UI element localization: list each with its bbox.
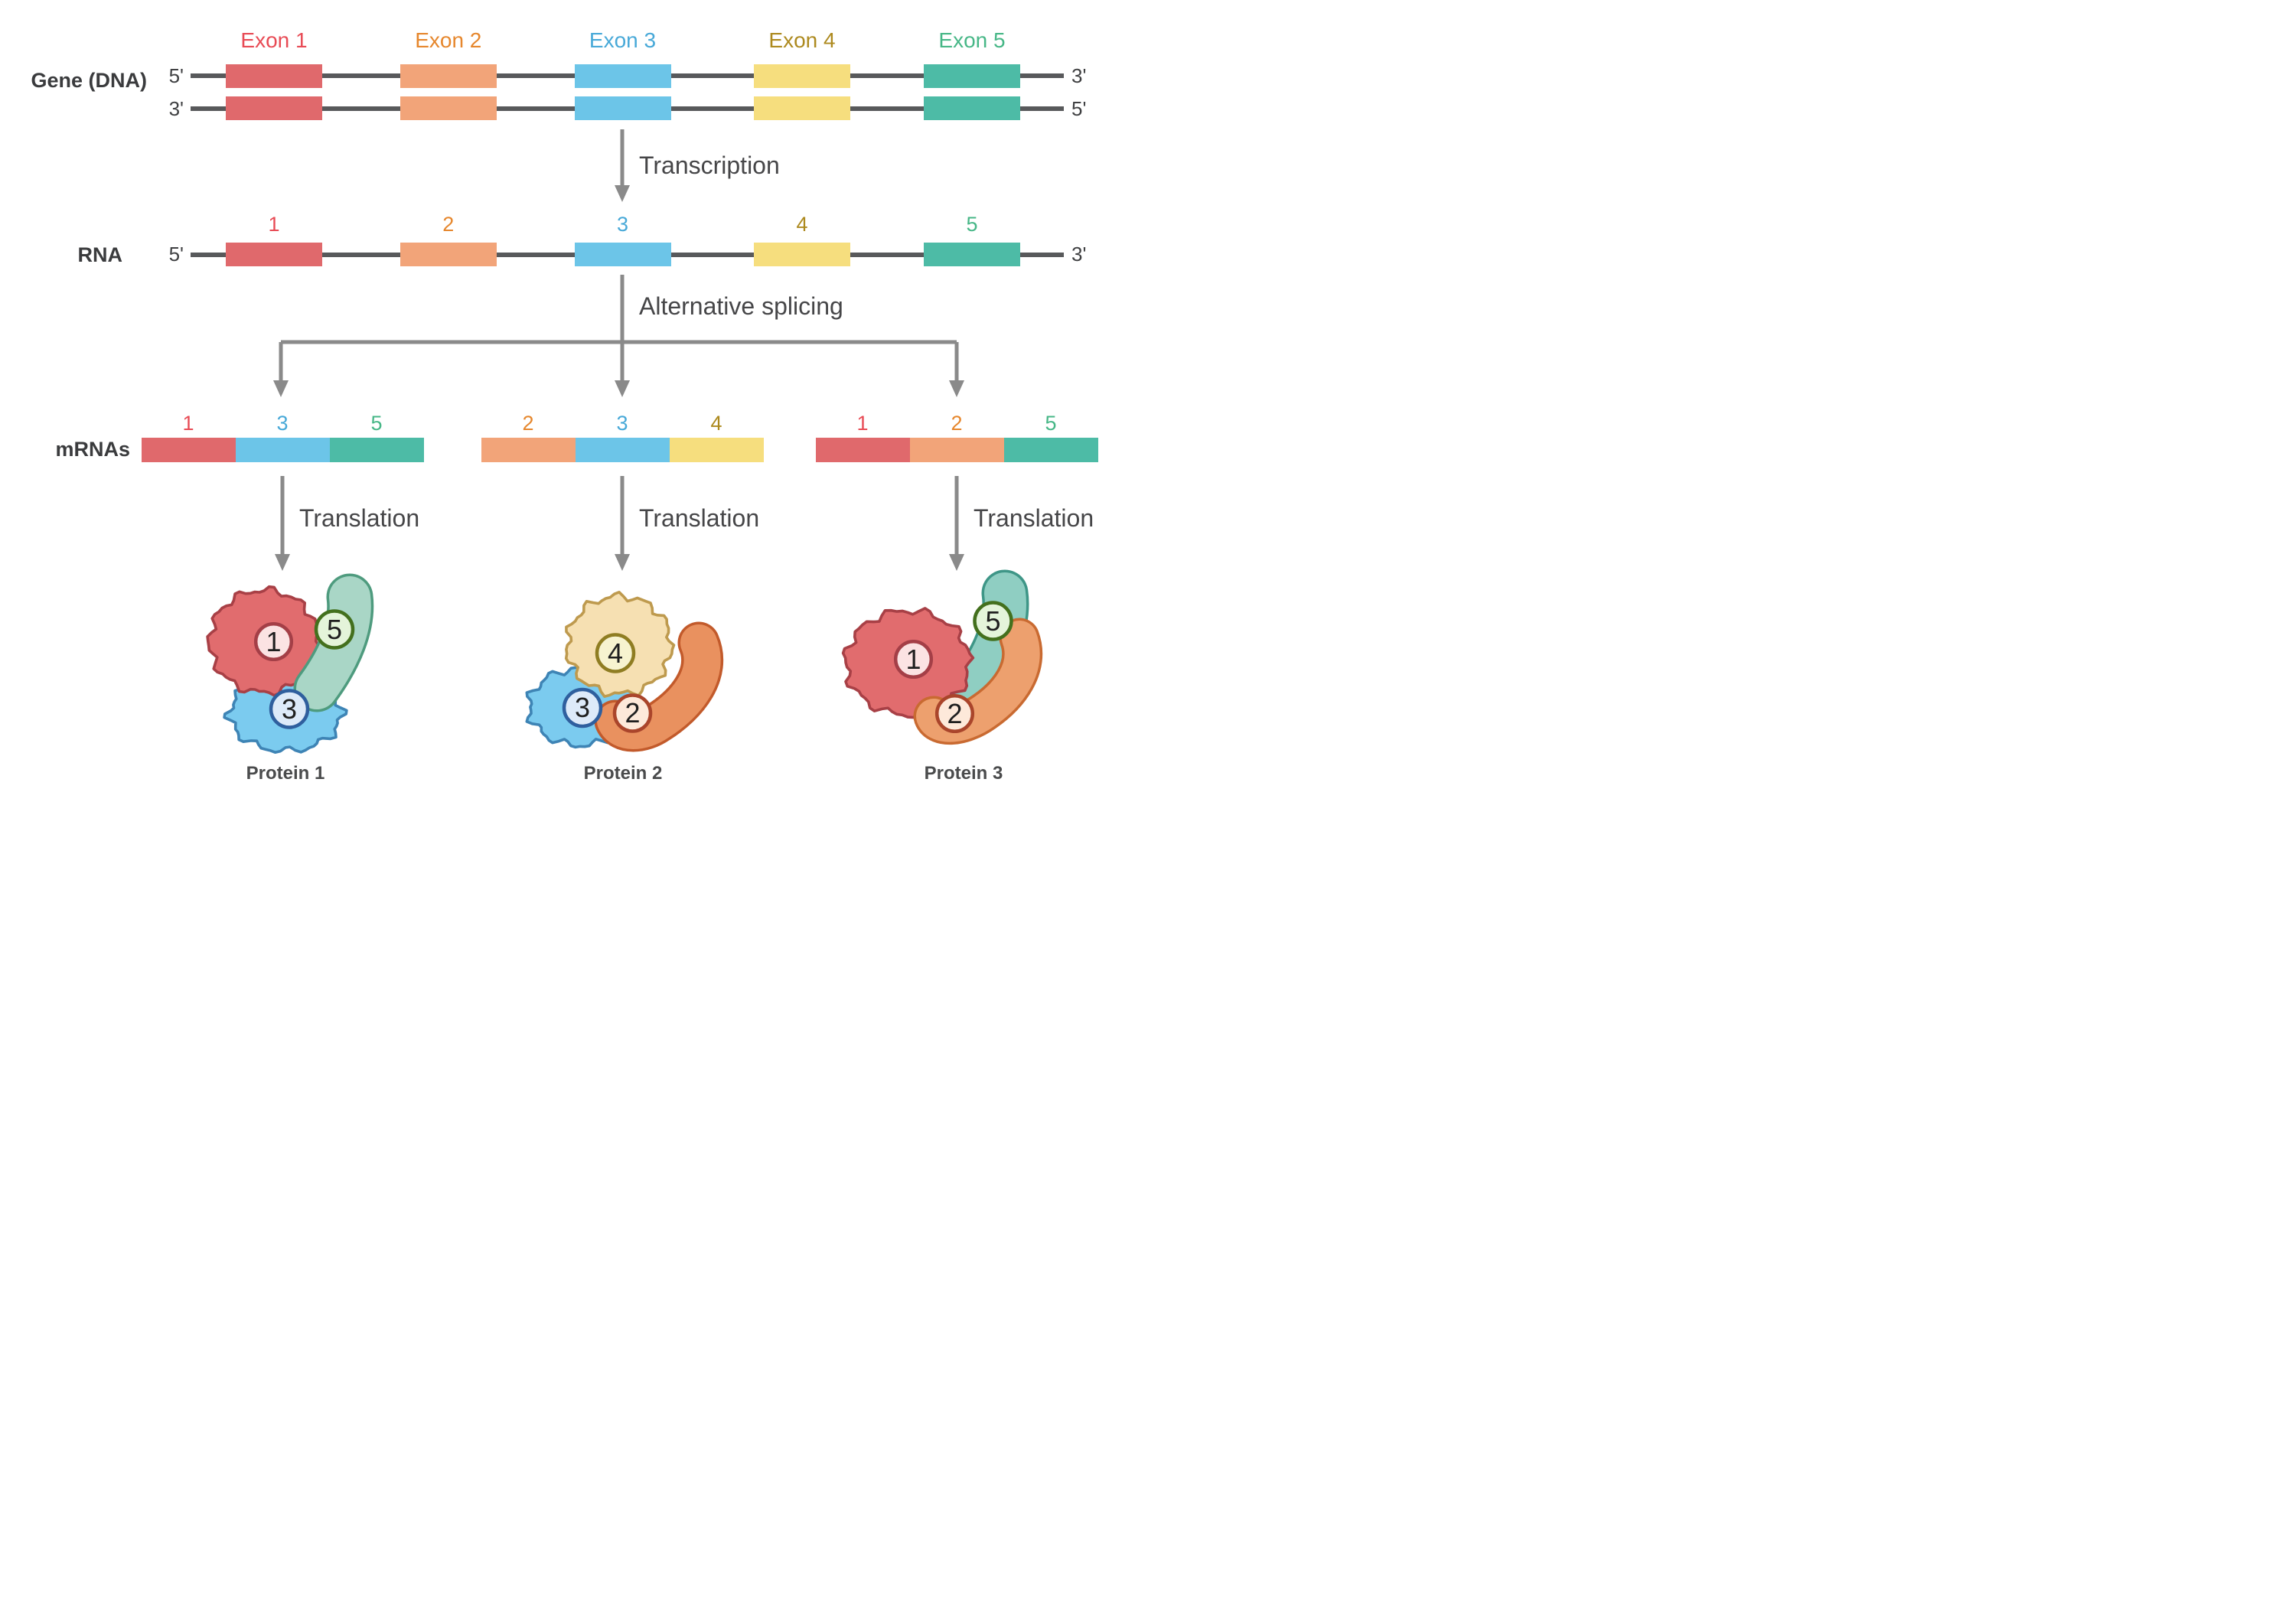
mrnas-label: mRNAs — [55, 438, 130, 461]
dna1-exon-5-box — [924, 64, 1020, 88]
rna-label: RNA — [77, 243, 123, 266]
translation-arrowhead-1 — [275, 554, 290, 571]
exon-5-label: Exon 5 — [938, 28, 1006, 52]
dna1-exon-3-box — [574, 64, 671, 88]
mrna-2-number-4: 4 — [710, 411, 722, 435]
mrna-1-number-1: 1 — [182, 411, 194, 435]
protein-1-subunit-3-circle — [269, 689, 310, 729]
dna1-exon-2-box — [400, 64, 497, 88]
protein-2-name: Protein 2 — [583, 763, 663, 784]
translation-label-2: Translation — [639, 504, 760, 532]
protein-3-subunit-1-circle — [893, 639, 934, 680]
gene-strand1-left-prime: 5' — [168, 64, 184, 87]
protein-2-subunit-3-circle — [562, 687, 603, 729]
rna-exon-3-number: 3 — [616, 213, 629, 236]
mrna-3-segment-exon-2 — [909, 438, 1004, 462]
alternative-splicing-diagram: Gene (DNA) 5' 3' 3' 5' Transcription RNA… — [0, 0, 1148, 804]
exon-1-label: Exon 1 — [240, 28, 308, 52]
protein-2-subunit-2-number: 2 — [625, 697, 641, 729]
translation-label-1: Translation — [299, 504, 420, 532]
protein-2-subunit-2-circle — [612, 693, 653, 733]
mrna-2-segment-exon-4 — [669, 438, 764, 462]
mrna-1-segment-exon-3 — [235, 438, 330, 462]
arrows-and-proteins-graphic — [206, 129, 1043, 754]
dna2-exon-2-box — [400, 96, 497, 121]
mrna-2-segment-exon-2 — [481, 438, 576, 462]
mrna-3-number-5: 5 — [1045, 411, 1057, 435]
dna1-exon-1-box — [226, 64, 322, 88]
protein-3-subunit-1-number: 1 — [905, 643, 921, 675]
protein-1-subunit-1-circle — [253, 621, 294, 662]
protein-2-subunit-3-number: 3 — [574, 692, 591, 723]
protein-1-subunit-1-number: 1 — [266, 625, 282, 657]
dna2-exon-4-box — [754, 96, 850, 121]
protein-2-subunit-4-circle — [595, 633, 636, 673]
translation-arrowhead-2 — [615, 554, 630, 571]
protein-3-blob-1 — [951, 572, 1026, 708]
rna-exon-2-box — [400, 243, 497, 266]
dna2-exon-5-box — [924, 96, 1020, 121]
mrna-2-number-3: 3 — [616, 411, 628, 435]
protein-3-subunit-5-number: 5 — [985, 605, 1001, 637]
splicing-arrowhead-1 — [273, 380, 289, 397]
gene-strand2-right-prime: 5' — [1071, 97, 1087, 120]
translation-label-3: Translation — [974, 504, 1094, 532]
exon-3-label: Exon 3 — [589, 28, 657, 52]
splicing-arrowhead-2 — [615, 380, 630, 397]
mrna-1-number-3: 3 — [276, 411, 289, 435]
exon-4-label: Exon 4 — [768, 28, 836, 52]
protein-3-subunit-2-circle — [934, 693, 975, 734]
mrna-1-segment-exon-1 — [141, 438, 236, 462]
protein-3-subunit-2-number: 2 — [947, 697, 963, 729]
rna-exon-4-box — [754, 243, 850, 266]
mrna-2-segment-exon-3 — [575, 438, 670, 462]
gene-strand2-left-prime: 3' — [168, 97, 184, 120]
mrna-3-number-2: 2 — [951, 411, 963, 435]
rna-left-prime: 5' — [168, 243, 184, 266]
protein-3-subunit-5-circle — [973, 601, 1013, 641]
splicing-arrowhead-3 — [949, 380, 964, 397]
rna-right-prime: 3' — [1071, 243, 1087, 266]
protein-2-subunit-4-number: 4 — [607, 637, 624, 669]
rna-exon-1-box — [226, 243, 322, 266]
transcription-label: Transcription — [639, 152, 780, 179]
mrna-3-segment-exon-1 — [815, 438, 910, 462]
mrna-2-number-2: 2 — [522, 411, 534, 435]
protein-1-subunit-3-number: 3 — [281, 693, 298, 725]
dna2-exon-3-box — [574, 96, 671, 121]
mrna-3-number-1: 1 — [856, 411, 869, 435]
mrna-1-segment-exon-5 — [329, 438, 424, 462]
protein-1-subunit-5-number: 5 — [326, 613, 343, 645]
gene-dna-label: Gene (DNA) — [31, 69, 147, 92]
mrna-1-number-5: 5 — [370, 411, 383, 435]
transcription-arrowhead — [615, 185, 630, 202]
rna-exon-3-box — [574, 243, 671, 266]
dna2-exon-1-box — [226, 96, 322, 121]
rna-exon-2-number: 2 — [442, 213, 455, 236]
rna-exon-1-number: 1 — [268, 213, 280, 236]
protein-1-name: Protein 1 — [246, 763, 325, 784]
rna-exon-5-box — [924, 243, 1020, 266]
gene-strand1-right-prime: 3' — [1071, 64, 1087, 87]
exon-2-label: Exon 2 — [415, 28, 482, 52]
mrna-3-segment-exon-5 — [1003, 438, 1098, 462]
protein-1-subunit-5-circle — [314, 609, 355, 650]
alternative-splicing-label: Alternative splicing — [639, 292, 843, 320]
protein-3-name: Protein 3 — [924, 763, 1003, 784]
translation-arrowhead-3 — [949, 554, 964, 571]
rna-exon-5-number: 5 — [966, 213, 978, 236]
dna1-exon-4-box — [754, 64, 850, 88]
rna-exon-4-number: 4 — [796, 213, 808, 236]
